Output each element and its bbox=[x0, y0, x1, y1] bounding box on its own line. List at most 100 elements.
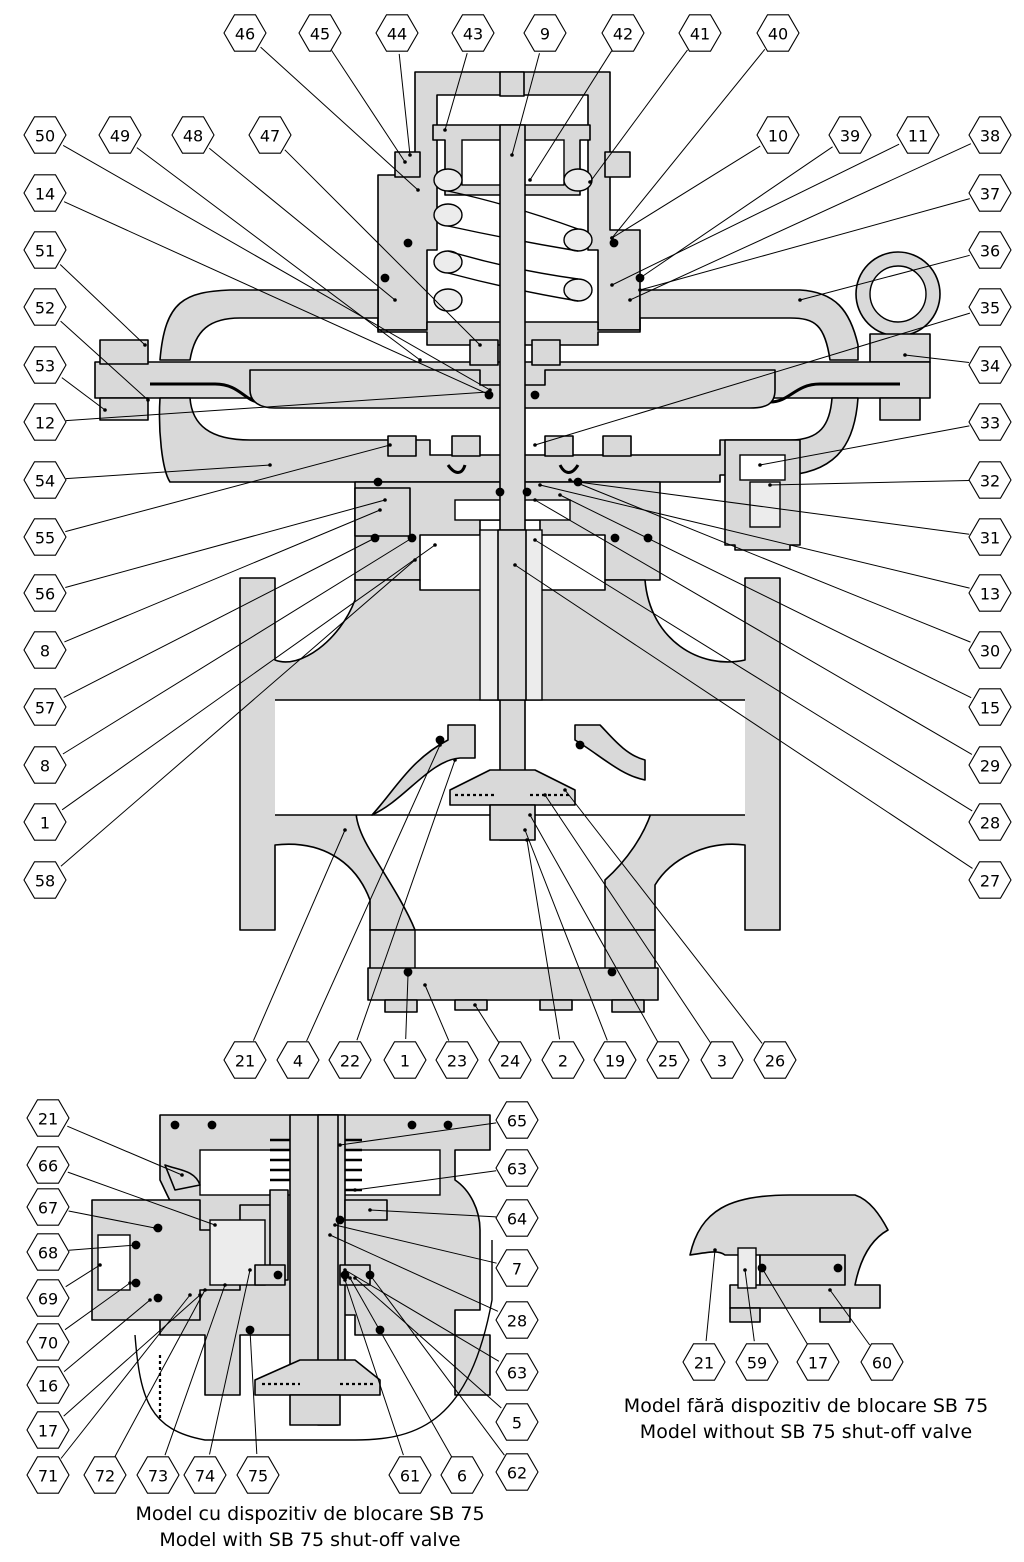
leader-l41 bbox=[589, 49, 688, 183]
leader-end-b1 bbox=[406, 973, 410, 977]
leader-end-s63b bbox=[343, 1268, 347, 1272]
callout-hexagon bbox=[23, 518, 67, 556]
nut-53 bbox=[99, 397, 149, 421]
callout-number: 73 bbox=[148, 1467, 168, 1486]
callout-number: 21 bbox=[235, 1052, 255, 1071]
callout-number: 70 bbox=[38, 1334, 58, 1353]
leader-end-l41 bbox=[588, 180, 592, 184]
leader-end-s16 bbox=[148, 1298, 152, 1302]
callout-number: 60 bbox=[872, 1354, 892, 1373]
callout-l46: 46 bbox=[223, 14, 267, 52]
leader-s61 bbox=[344, 1279, 404, 1456]
leader-end-s5 bbox=[353, 1276, 357, 1280]
callout-hexagon bbox=[682, 1343, 726, 1381]
leader-l53 bbox=[61, 377, 106, 411]
callout-number: 75 bbox=[248, 1467, 268, 1486]
callout-hexagon bbox=[26, 1411, 70, 1449]
callout-number: 63 bbox=[507, 1160, 527, 1179]
leader-end-l12 bbox=[486, 390, 490, 394]
callout-number: 56 bbox=[35, 585, 55, 604]
callout-s63a: 63 bbox=[495, 1149, 539, 1187]
leader-b2 bbox=[526, 839, 561, 1040]
callout-b24: 24 bbox=[488, 1041, 532, 1079]
callout-number: 49 bbox=[110, 127, 130, 146]
leader-end-l10 bbox=[610, 236, 614, 240]
leader-end-s75 bbox=[248, 1328, 252, 1332]
valve-stem bbox=[499, 124, 526, 841]
callout-number: 45 bbox=[310, 25, 330, 44]
callout-l30: 30 bbox=[968, 631, 1012, 669]
leader-end-r21 bbox=[713, 1248, 717, 1252]
callout-hexagon bbox=[23, 403, 67, 441]
callout-hexagon bbox=[23, 861, 67, 899]
callout-s74: 74 bbox=[183, 1456, 227, 1494]
callout-s65: 65 bbox=[495, 1101, 539, 1139]
leader-s75 bbox=[249, 1329, 258, 1455]
leader-l10 bbox=[611, 145, 761, 239]
callout-hexagon bbox=[968, 631, 1012, 669]
bolt-head-51 bbox=[99, 339, 149, 365]
callout-number: 66 bbox=[38, 1157, 58, 1176]
callout-s5: 5 bbox=[495, 1403, 539, 1441]
callout-number: 71 bbox=[38, 1467, 58, 1486]
side-plug-8 bbox=[354, 487, 411, 537]
leader-end-s70 bbox=[128, 1281, 132, 1285]
callout-number: 47 bbox=[260, 127, 280, 146]
screw-right-top bbox=[604, 151, 631, 178]
leader-r21 bbox=[705, 1249, 716, 1342]
leader-end-l37 bbox=[638, 288, 642, 292]
callout-hexagon bbox=[328, 1041, 372, 1079]
leader-s70 bbox=[64, 1282, 131, 1331]
callout-hexagon bbox=[541, 1041, 585, 1079]
callout-number: 54 bbox=[35, 472, 55, 491]
bottom-bolt-24 bbox=[454, 999, 488, 1011]
leader-s16 bbox=[63, 1299, 151, 1372]
callout-l39: 39 bbox=[828, 116, 872, 154]
callout-hexagon bbox=[756, 14, 800, 52]
leader-end-s62 bbox=[368, 1273, 372, 1277]
leader-l14 bbox=[63, 201, 491, 396]
callout-hexagon bbox=[223, 1041, 267, 1079]
callout-number: 30 bbox=[980, 642, 1000, 661]
without-sb75-plate bbox=[759, 1254, 846, 1286]
sb75-disc-nut bbox=[289, 1394, 341, 1426]
callout-b1: 1 bbox=[383, 1041, 427, 1079]
caption-without-sb75-en: Model without SB 75 shut-off valve bbox=[640, 1421, 972, 1443]
callout-s64: 64 bbox=[495, 1199, 539, 1237]
callout-number: 65 bbox=[507, 1112, 527, 1131]
callout-hexagon bbox=[968, 231, 1012, 269]
leader-end-l9 bbox=[510, 153, 514, 157]
callout-hexagon bbox=[136, 1456, 180, 1494]
without-sb75-body bbox=[689, 1194, 889, 1309]
callout-l15: 15 bbox=[968, 688, 1012, 726]
callout-s21: 21 bbox=[26, 1099, 70, 1137]
callout-number: 40 bbox=[768, 25, 788, 44]
caption-with-sb75-en: Model with SB 75 shut-off valve bbox=[159, 1529, 460, 1551]
leader-s17 bbox=[63, 1294, 201, 1417]
callout-hexagon bbox=[968, 688, 1012, 726]
callout-hexagon bbox=[435, 1041, 479, 1079]
callout-b4: 4 bbox=[276, 1041, 320, 1079]
sb75-nut-73 bbox=[254, 1264, 286, 1286]
bottom-bolt-19 bbox=[611, 999, 645, 1013]
callout-number: 8 bbox=[40, 757, 50, 776]
leader-end-l34 bbox=[903, 353, 907, 357]
leader-end-s69 bbox=[98, 1263, 102, 1267]
callout-hexagon bbox=[23, 746, 67, 784]
callout-l11: 11 bbox=[896, 116, 940, 154]
callout-s7: 7 bbox=[495, 1249, 539, 1287]
leader-l8a bbox=[64, 509, 381, 643]
vent-plug bbox=[499, 71, 525, 97]
callout-hexagon bbox=[23, 116, 67, 154]
callout-hexagon bbox=[495, 1149, 539, 1187]
leader-end-l48 bbox=[393, 298, 397, 302]
callout-number: 8 bbox=[40, 642, 50, 661]
leader-end-b2 bbox=[525, 838, 529, 842]
callout-hexagon bbox=[26, 1456, 70, 1494]
callout-r21: 21 bbox=[682, 1343, 726, 1381]
callout-l45: 45 bbox=[298, 14, 342, 52]
callout-hexagon bbox=[171, 116, 215, 154]
callout-number: 35 bbox=[980, 299, 1000, 318]
leader-end-r59 bbox=[743, 1268, 747, 1272]
leader-s73 bbox=[164, 1284, 226, 1456]
